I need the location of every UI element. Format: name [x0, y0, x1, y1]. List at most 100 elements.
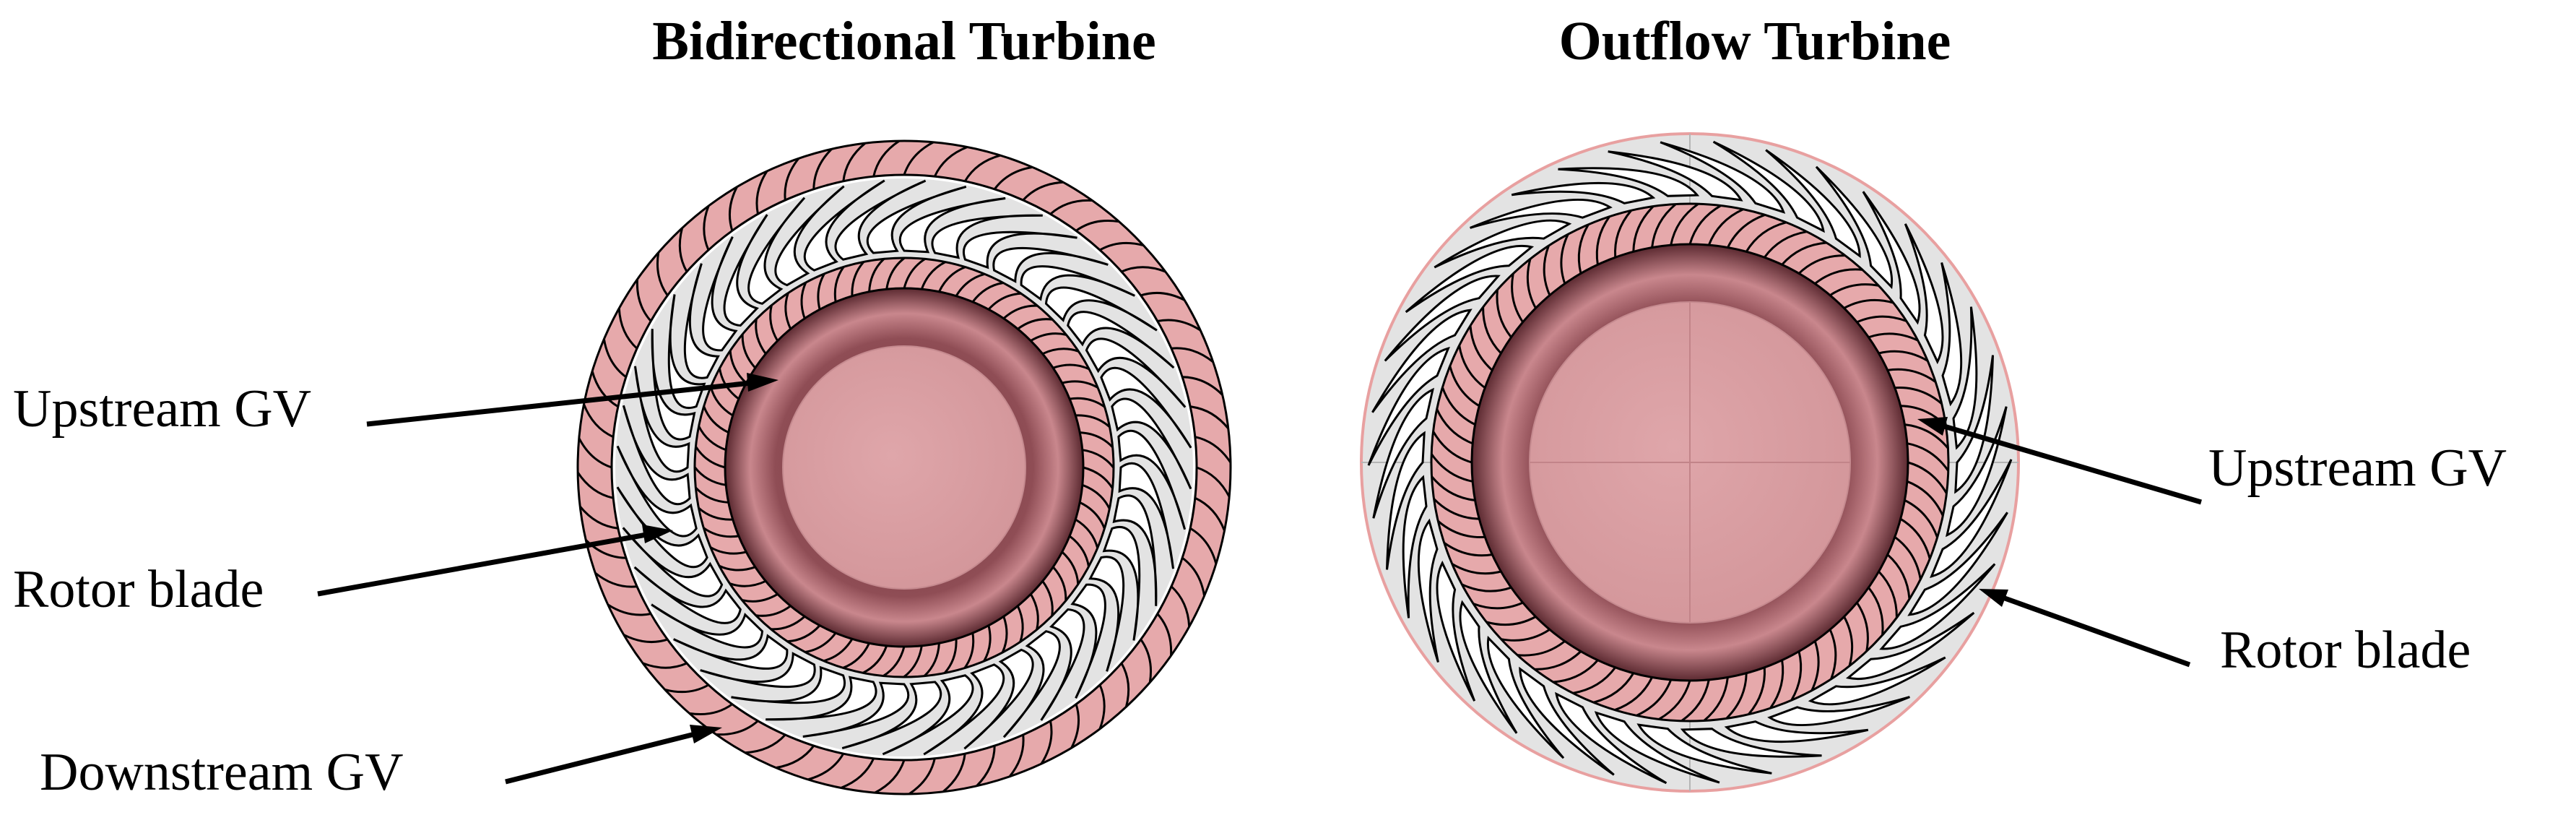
- rotor-blade: [1680, 728, 1822, 758]
- downstream-guide-vane: [1008, 734, 1025, 777]
- rotor-blade: [1470, 198, 1613, 229]
- downstream-guide-vane: [755, 170, 768, 215]
- rotor-blade: [898, 197, 1006, 254]
- rotor-blade: [834, 179, 927, 261]
- upstream-guide-vane: [1458, 345, 1486, 389]
- upstream-guide-vane: [1829, 629, 1837, 680]
- outflow-rotor-blade-label: Rotor blade: [2220, 621, 2471, 680]
- rotor-blade: [931, 214, 1043, 259]
- upstream-guide-vane: [755, 605, 792, 617]
- upstream-guide-vane: [1082, 449, 1115, 469]
- upstream-guide-vane: [1797, 254, 1845, 275]
- downstream-guide-vane: [716, 720, 759, 736]
- upstream-guide-vane: [1082, 483, 1111, 509]
- downstream-guide-vane: [872, 139, 901, 177]
- rotor-blade: [1434, 219, 1572, 269]
- bidirectional-annotations: [317, 373, 779, 785]
- upstream-guide-vane: [709, 387, 734, 417]
- rotor-blade: [841, 681, 942, 750]
- rotor-blade: [1384, 275, 1501, 362]
- bidirectional-turbine-title: Bidirectional Turbine: [652, 11, 1156, 72]
- upstream-gv-arrowhead: [747, 373, 779, 392]
- downstream-guide-vane: [1196, 466, 1231, 498]
- upstream-guide-vane: [1511, 273, 1524, 323]
- upstream-guide-vane: [805, 632, 837, 653]
- downstream-guide-vane: [1070, 704, 1080, 749]
- downstream-guide-vane: [812, 148, 833, 189]
- upstream-guide-vane: [920, 261, 946, 290]
- rotor-blade: [803, 179, 885, 272]
- rotor-blade: [1555, 691, 1668, 785]
- upstream-guide-vane: [987, 292, 1021, 311]
- upstream-guide-vane: [842, 642, 870, 669]
- downstream-guide-vane: [874, 759, 906, 794]
- rotor-blade: [683, 263, 720, 379]
- rotor-blade: [1102, 526, 1141, 641]
- upstream-guide-vane: [1658, 680, 1691, 720]
- upstream-guide-vane: [703, 405, 729, 434]
- upstream-gv-arrowhead: [1917, 417, 1948, 436]
- upstream-guide-vane: [1083, 466, 1114, 489]
- downstream-guide-vane: [807, 753, 845, 781]
- rotor-blade: [802, 681, 910, 738]
- upstream-guide-vane: [1075, 518, 1099, 548]
- upstream-guide-vane: [1052, 363, 1090, 371]
- upstream-guide-vane: [1688, 204, 1722, 245]
- rotor-blade: [1112, 494, 1158, 606]
- upstream-guide-vane: [1764, 230, 1808, 259]
- upstream-guide-vane: [1526, 259, 1537, 309]
- rotor-blade: [1724, 720, 1869, 743]
- rotor-blade: [882, 674, 974, 756]
- upstream-guide-vane: [1560, 233, 1569, 285]
- upstream-guide-vane: [698, 426, 727, 452]
- rotor-blade: [1815, 165, 1894, 290]
- downstream-guide-vane: [728, 186, 738, 231]
- upstream-guide-vane: [1632, 205, 1655, 252]
- upstream-guide-vane: [1868, 332, 1919, 342]
- upstream-guide-vane: [1790, 651, 1803, 701]
- upstream-guide-vane: [1437, 520, 1486, 539]
- upstream-guide-vane: [1001, 616, 1008, 653]
- downstream-guide-vane: [1120, 663, 1130, 707]
- upstream-guide-vane: [1433, 498, 1480, 520]
- downstream-guide-vane: [942, 753, 966, 793]
- bidirectional-upstream-gv-label: Upstream GV: [13, 379, 311, 439]
- upstream-guide-vane: [1727, 213, 1766, 249]
- rotor-blade: [1044, 286, 1158, 332]
- downstream-guide-vane-blades: [576, 139, 1232, 795]
- upstream-guide-vane: [1843, 616, 1854, 666]
- upstream-guide-vane: [729, 350, 747, 384]
- upstream-guide-vane: [1907, 480, 1944, 517]
- upstream-guide-vane: [1432, 431, 1473, 464]
- upstream-guide-vane: [769, 305, 779, 342]
- downstream-guide-vane: [784, 158, 800, 201]
- rotor-blade: [1402, 475, 1428, 618]
- rotor-blade-row: [1367, 140, 2013, 785]
- downstream-guide-vane: [602, 339, 627, 379]
- downstream-guide-vane: [1157, 319, 1202, 332]
- upstream-guide-vane: [695, 486, 729, 504]
- upstream-guide-vane: [1651, 203, 1677, 248]
- upstream-guide-vane: [938, 266, 966, 293]
- upstream-guide-vane: [943, 639, 958, 674]
- rotor-blade: [1436, 560, 1476, 702]
- downstream-guide-vane: [1098, 684, 1106, 730]
- upstream-guide-vane: [1856, 602, 1869, 652]
- upstream-guide-vane: [1079, 501, 1106, 530]
- rotor-blade: [1111, 397, 1192, 490]
- rotor-blade: [667, 294, 706, 409]
- downstream-guide-vane: [591, 371, 619, 408]
- upstream-guide-vane: [1745, 221, 1787, 253]
- downstream-guide-vane: [1194, 436, 1232, 464]
- rotor-blade: [774, 185, 845, 287]
- upstream-guide-vane: [1748, 667, 1766, 715]
- upstream-guide-vane: [693, 466, 727, 486]
- upstream-guide-vane: [1907, 461, 1948, 494]
- rotor-blade: [992, 246, 1109, 283]
- upstream-guide-vane: [1572, 666, 1616, 694]
- downstream-guide-vane: [656, 252, 669, 296]
- rotor-blade: [651, 603, 764, 649]
- downstream-guide-vane: [583, 403, 614, 439]
- upstream-guide-vane: [882, 646, 906, 677]
- downstream-guide-vane: [903, 141, 934, 176]
